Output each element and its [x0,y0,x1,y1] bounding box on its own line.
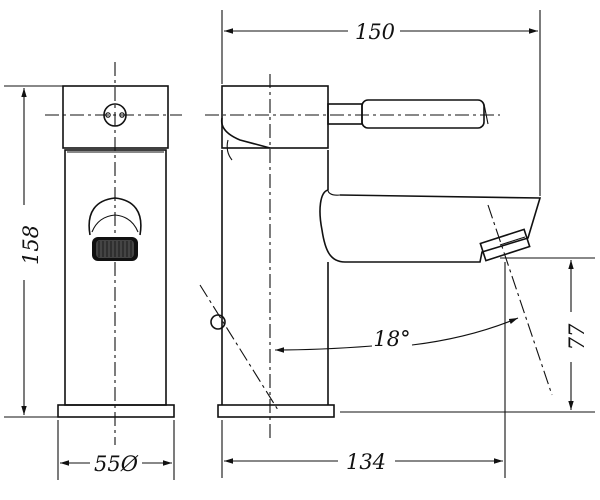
dimension-18-degrees: 18° [373,327,410,351]
side-body [221,150,329,405]
dimension-134: 134 [346,450,386,474]
dimension-77: 77 [565,323,589,350]
height-dimension: 158 [4,85,63,418]
spout [319,189,542,263]
length-dimension: 150 [221,10,541,196]
reach-dimension: 134 [221,262,506,478]
dimension-55: 55Ø [94,452,139,476]
width-dimension: 55Ø [57,420,175,480]
side-base [217,404,335,418]
pivot-screw-icon [210,314,226,330]
spout-height-dimension: 77 [340,257,595,413]
aerator-icon [88,197,142,261]
side-view: 150 134 77 18° [199,10,595,478]
front-view: 158 55Ø [4,62,182,480]
lever-handle [327,99,489,129]
screw-icon [103,103,127,127]
angle-dimension: 18° [274,317,519,353]
front-base [57,404,175,418]
dimension-150: 150 [355,20,395,44]
dimension-158: 158 [19,225,43,265]
